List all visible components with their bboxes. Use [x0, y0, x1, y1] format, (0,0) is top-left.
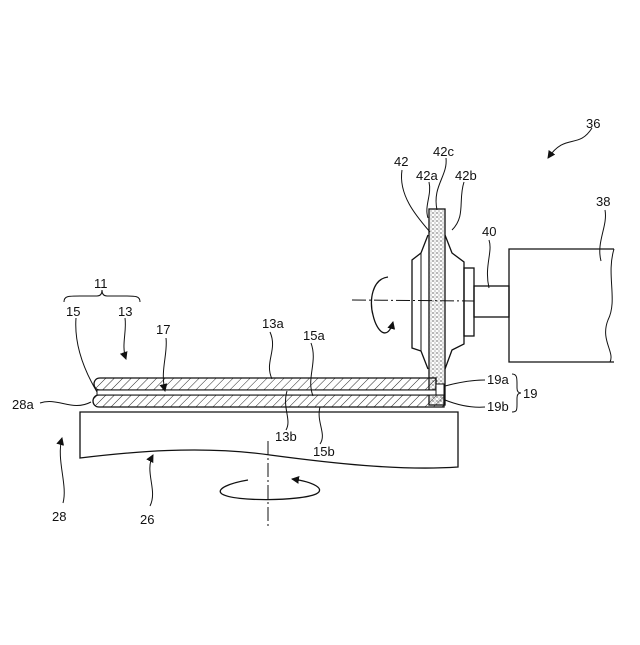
brace-11 — [64, 290, 140, 302]
label-36: 36 — [586, 116, 600, 131]
reference-labels: 36 38 40 42 42a 42b 42c 11 13 15 17 13a … — [12, 116, 610, 527]
label-40: 40 — [482, 224, 496, 239]
label-38: 38 — [596, 194, 610, 209]
brace-19 — [512, 374, 521, 412]
label-28a: 28a — [12, 397, 34, 412]
label-15: 15 — [66, 304, 80, 319]
label-13b: 13b — [275, 429, 297, 444]
label-17: 17 — [156, 322, 170, 337]
bonded-wafer — [93, 378, 444, 407]
spindle-axis — [352, 300, 474, 301]
label-11: 11 — [94, 276, 108, 291]
label-42a: 42a — [416, 168, 438, 183]
label-15b: 15b — [313, 444, 335, 459]
spindle-housing — [509, 249, 614, 362]
label-26: 26 — [140, 512, 154, 527]
label-28: 28 — [52, 509, 66, 524]
label-42c: 42c — [433, 144, 454, 159]
label-42: 42 — [394, 154, 408, 169]
label-13: 13 — [118, 304, 132, 319]
label-15a: 15a — [303, 328, 325, 343]
chuck-table — [80, 412, 458, 468]
label-19: 19 — [523, 386, 537, 401]
label-19a: 19a — [487, 372, 509, 387]
label-42b: 42b — [455, 168, 477, 183]
table-rotation-arrow — [220, 479, 319, 500]
label-13a: 13a — [262, 316, 284, 331]
spindle-shaft — [474, 286, 509, 317]
cutting-blade — [429, 209, 445, 405]
spindle-rotation-arrow — [371, 277, 393, 333]
label-19b: 19b — [487, 399, 509, 414]
